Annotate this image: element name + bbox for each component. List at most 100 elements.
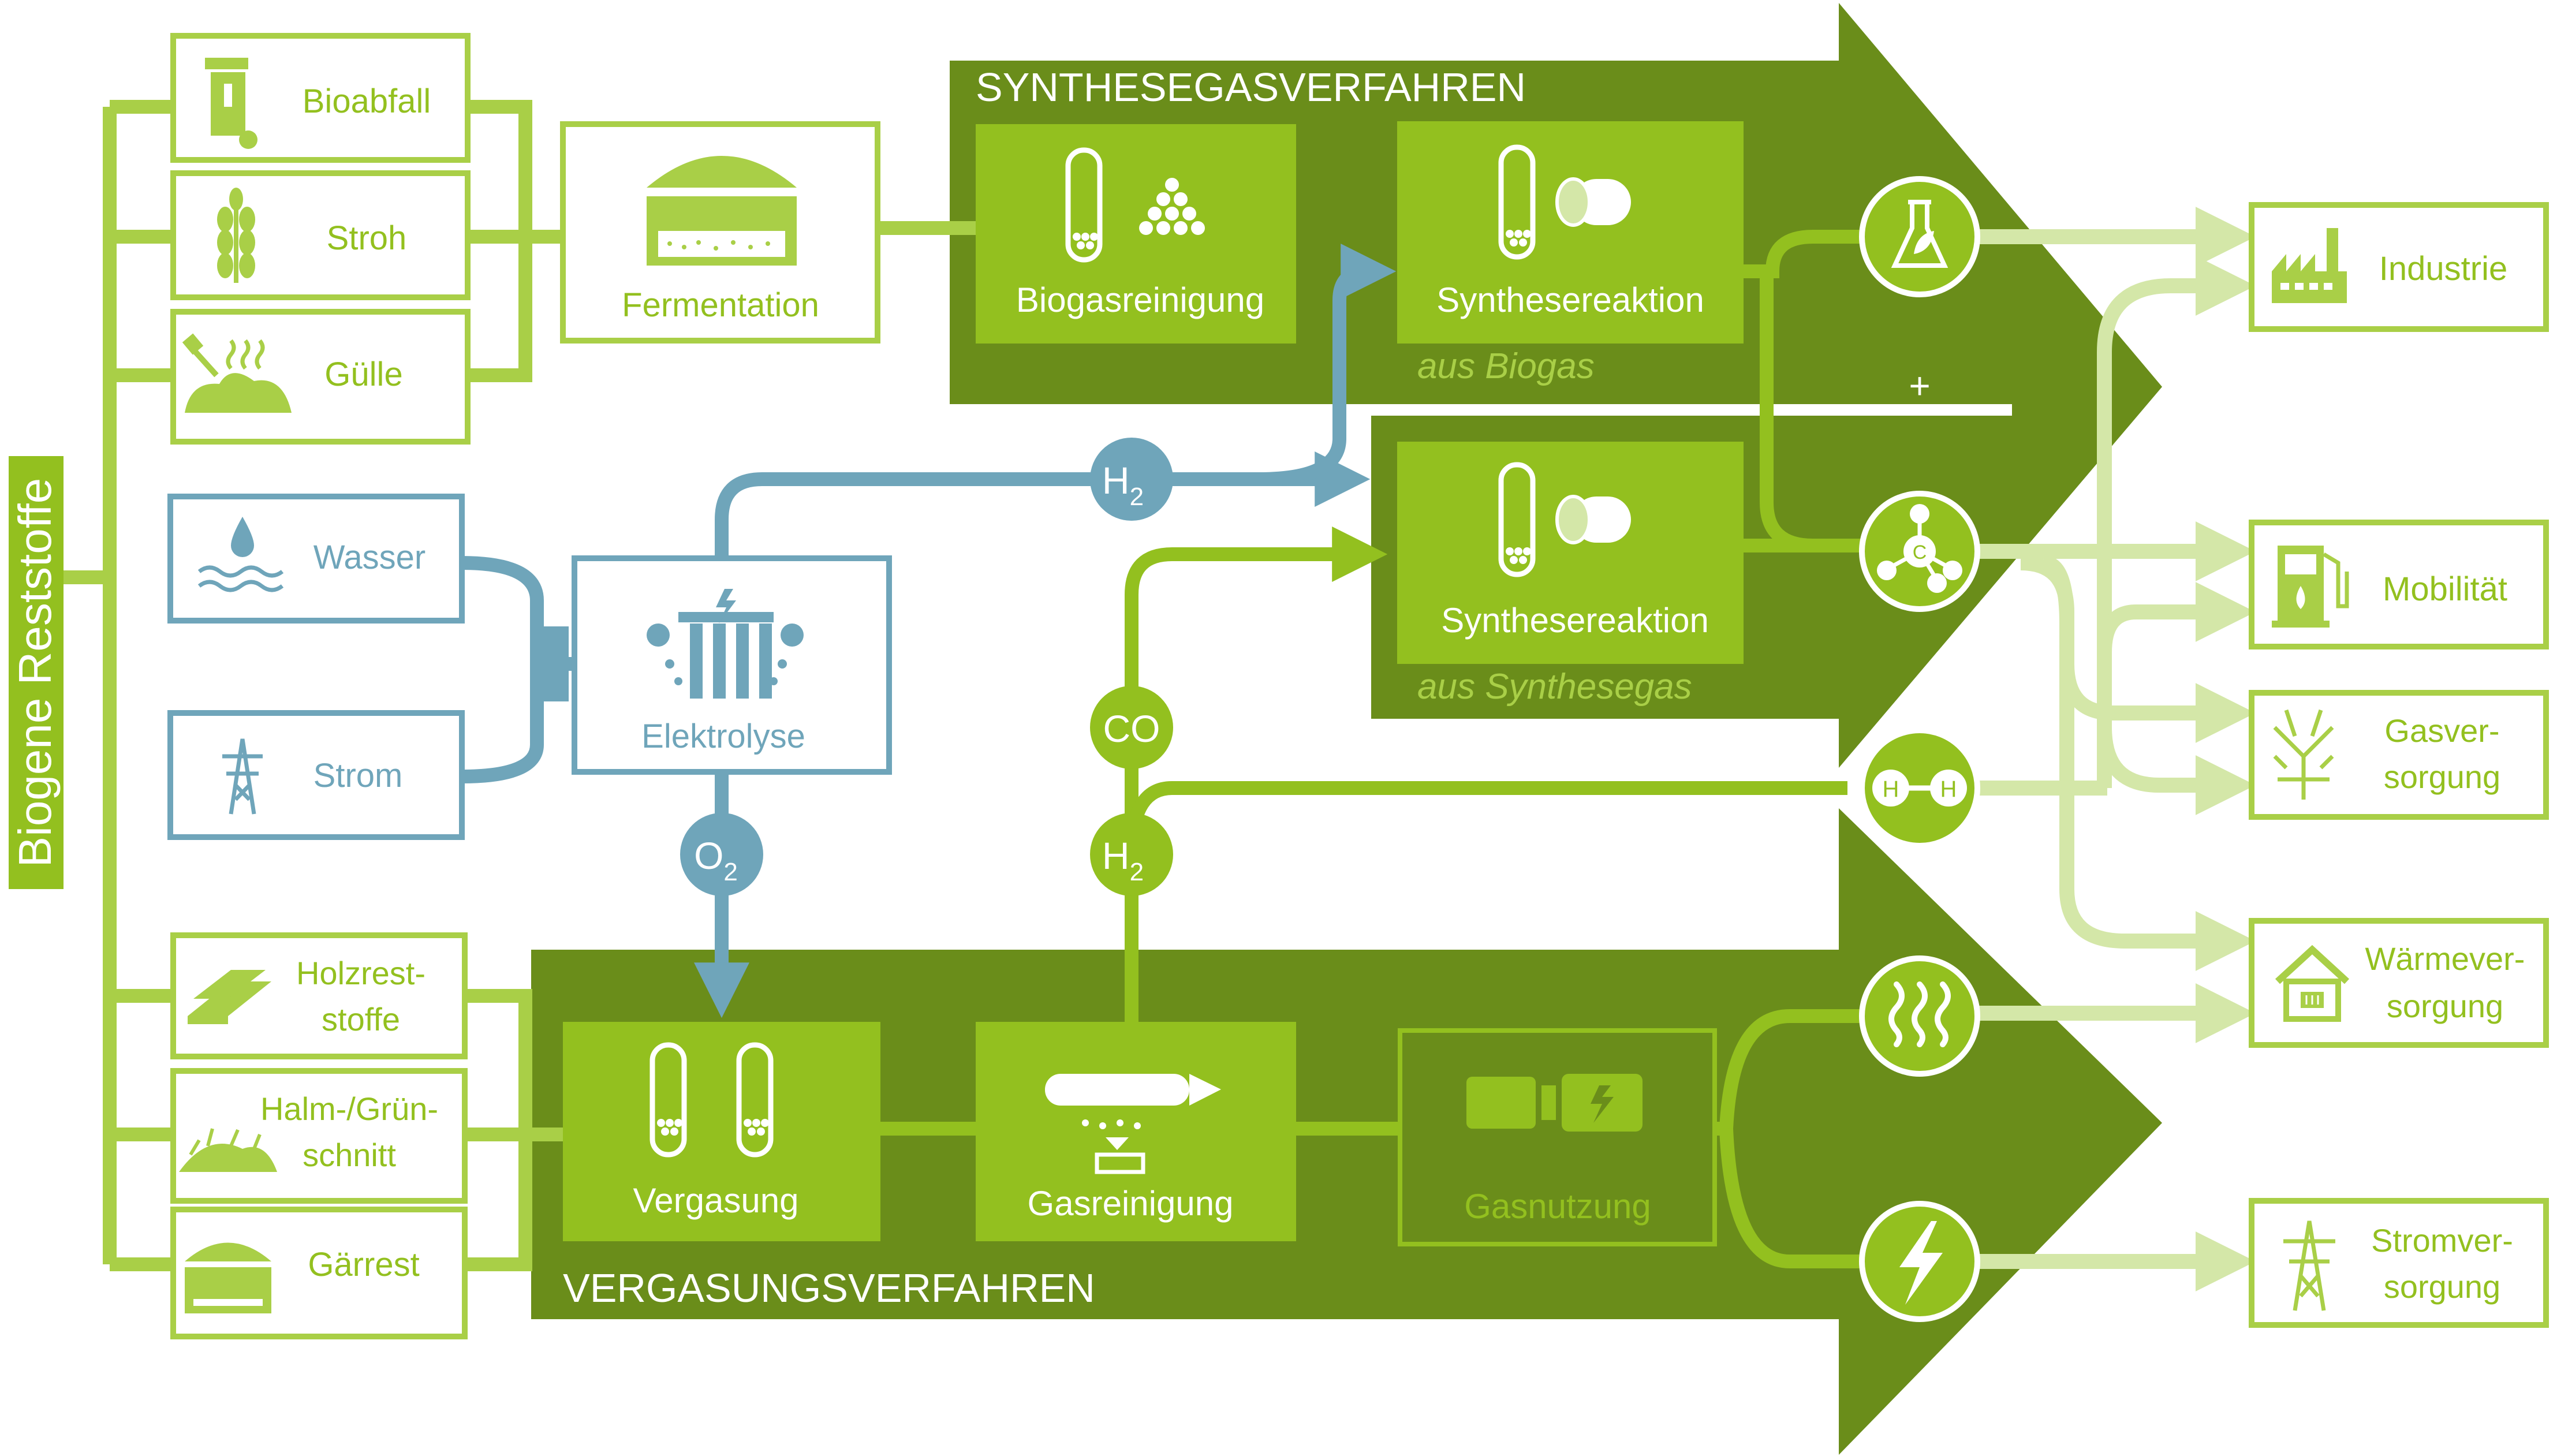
grass-clippings-icon <box>179 1128 277 1172</box>
svg-text:Stromver-: Stromver- <box>2371 1222 2513 1259</box>
svg-text:sorgung: sorgung <box>2387 988 2503 1024</box>
svg-text:Industrie: Industrie <box>2379 250 2507 288</box>
process-box-synthesereaktion-synthesegas: Synthesereaktion <box>1397 442 1744 664</box>
output-box-stromversorgung: Stromver- sorgung <box>2249 1198 2549 1328</box>
input-box-holzreststoffe: Holzrest- stoffe <box>170 932 468 1059</box>
svg-text:schnitt: schnitt <box>303 1137 396 1173</box>
aus-biogas-label: aus Biogas <box>1417 346 1595 386</box>
input-box-bioabfall: Bioabfall <box>170 33 471 163</box>
input-box-gaerrest: Gärrest <box>170 1207 468 1339</box>
plus-sign: + <box>1909 365 1930 406</box>
svg-text:Wasser: Wasser <box>313 539 425 576</box>
svg-text:Holzrest-: Holzrest- <box>296 955 425 991</box>
svg-text:Gärrest: Gärrest <box>308 1246 419 1283</box>
wheat-icon <box>217 188 255 283</box>
flask-leaf-icon <box>1891 200 1948 268</box>
input-box-wasser: Wasser <box>167 494 465 624</box>
svg-text:Gasver-: Gasver- <box>2384 712 2499 749</box>
svg-text:Gasreinigung: Gasreinigung <box>1028 1184 1234 1223</box>
heat-waves-icon <box>1888 981 1951 1047</box>
water-drop-icon <box>197 517 284 592</box>
engine-generator-icon <box>1466 1074 1643 1132</box>
process-box-fermentation: Fermentation <box>560 121 880 344</box>
process-box-elektrolyse: Elektrolyse <box>572 555 892 775</box>
product-badge-heat <box>1859 955 1980 1077</box>
wood-logs-icon <box>188 970 271 1024</box>
svg-text:sorgung: sorgung <box>2384 759 2500 795</box>
input-box-stroh: Stroh <box>170 170 471 300</box>
gas-filter-icon <box>1045 1074 1221 1174</box>
product-badge-electricity <box>1859 1201 1980 1322</box>
svg-text:Stroh: Stroh <box>327 219 407 257</box>
svg-text:stoffe: stoffe <box>322 1001 400 1037</box>
svg-text:sorgung: sorgung <box>2384 1268 2500 1305</box>
svg-text:Wärmever-: Wärmever- <box>2365 940 2525 977</box>
input-connector-lines <box>64 100 563 1271</box>
svg-text:Elektrolyse: Elektrolyse <box>641 718 805 755</box>
product-badge-hydrogen: H H <box>1859 727 1980 849</box>
biogene-reststoffe-bar <box>9 456 64 889</box>
h2-badge-top: H2 <box>1090 438 1173 521</box>
svg-text:Halm-/Grün-: Halm-/Grün- <box>260 1091 438 1127</box>
waste-bin-icon <box>205 58 257 149</box>
output-box-industrie: Industrie <box>2249 202 2549 332</box>
process-box-vergasung: Vergasung <box>563 1022 880 1241</box>
synthese-output-lines <box>1715 230 1871 1268</box>
svg-text:H: H <box>1883 776 1899 802</box>
output-box-waermeversorgung: Wärmever- sorgung <box>2249 918 2549 1048</box>
svg-text:Bioabfall: Bioabfall <box>303 83 431 120</box>
product-badge-chemicals <box>1859 176 1980 297</box>
svg-text:Gasnutzung: Gasnutzung <box>1464 1187 1651 1226</box>
svg-text:CO: CO <box>1103 707 1160 750</box>
digestate-tank-icon <box>185 1242 271 1313</box>
output-flow-lines <box>1974 207 2256 1291</box>
reactor-catalyst-icon <box>1498 144 1631 260</box>
process-box-biogasreinigung: Biogasreinigung <box>976 124 1296 344</box>
svg-text:Gülle: Gülle <box>324 356 402 393</box>
svg-text:H2: H2 <box>1102 834 1144 886</box>
hydrogen-molecule-icon: H H <box>1872 770 1967 807</box>
vergasung-title: VERGASUNGSVERFAHREN <box>563 1265 1095 1311</box>
product-badge-methane: C <box>1859 491 1980 612</box>
digester-tank-icon <box>647 156 797 266</box>
input-box-strom: Strom <box>167 710 465 840</box>
biogene-reststoffe-label: Biogene Reststoffe <box>9 478 61 868</box>
svg-text:Vergasung: Vergasung <box>633 1181 799 1220</box>
methane-molecule-icon: C <box>1877 504 1962 593</box>
process-box-gasnutzung: Gasnutzung <box>1398 1028 1717 1246</box>
electrolyzer-icon <box>647 589 804 699</box>
section-divider <box>1839 404 2012 416</box>
svg-text:Strom: Strom <box>313 757 403 794</box>
output-box-gasversorgung: Gasver- sorgung <box>2249 690 2549 820</box>
process-box-synthesereaktion-biogas: Synthesereaktion <box>1397 121 1744 344</box>
svg-text:H2: H2 <box>1102 459 1144 511</box>
input-box-guelle: Gülle <box>170 309 471 445</box>
svg-text:Fermentation: Fermentation <box>622 286 819 324</box>
fuel-pump-icon <box>2272 546 2349 628</box>
h2-badge-bottom: H2 <box>1090 813 1173 896</box>
power-pylon-icon <box>2283 1220 2335 1311</box>
svg-text:Biogasreinigung: Biogasreinigung <box>1016 281 1264 319</box>
svg-text:Mobilität: Mobilität <box>2383 570 2507 608</box>
power-pylon-icon <box>222 738 263 815</box>
process-box-gasreinigung: Gasreinigung <box>976 1022 1296 1241</box>
manure-icon <box>182 333 292 413</box>
factory-icon <box>2272 228 2347 303</box>
gasifier-icon <box>649 1042 774 1158</box>
svg-text:C: C <box>1913 542 1927 563</box>
reactor-catalyst-icon <box>1498 462 1631 577</box>
house-heat-icon <box>2275 944 2350 1022</box>
svg-text:O2: O2 <box>694 834 738 886</box>
aus-synthesegas-label: aus Synthesegas <box>1417 667 1692 707</box>
gas-network-icon <box>2273 709 2334 800</box>
adsorber-columns-icon <box>1065 147 1205 263</box>
o2-badge: O2 <box>680 813 763 896</box>
elektrolyse-input-block <box>534 626 569 701</box>
svg-text:Synthesereaktion: Synthesereaktion <box>1436 281 1704 319</box>
synthesegas-title: SYNTHESEGASVERFAHREN <box>976 65 1526 110</box>
output-box-mobilitaet: Mobilität <box>2249 520 2549 649</box>
lightning-icon <box>1899 1221 1943 1305</box>
input-box-halm-gruenschnitt: Halm-/Grün- schnitt <box>170 1068 468 1204</box>
co-badge: CO <box>1090 686 1173 769</box>
